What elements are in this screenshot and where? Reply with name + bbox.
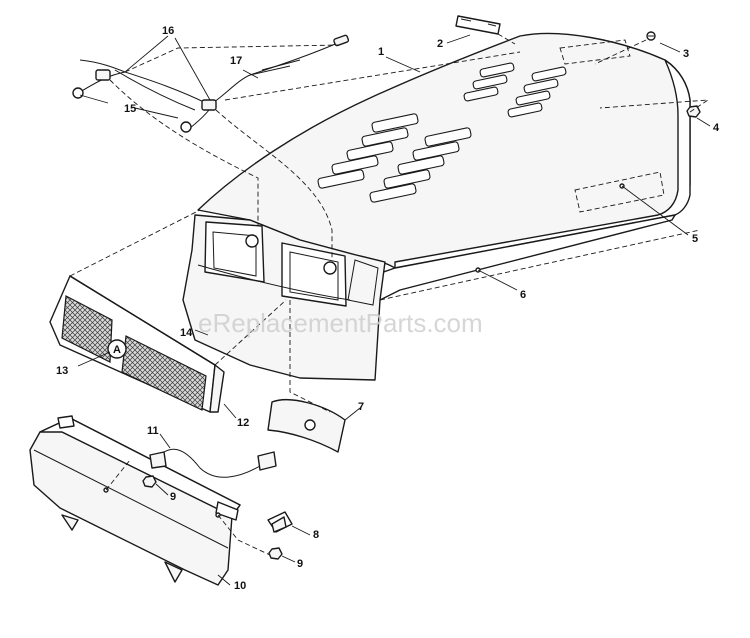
callout-16: 16 — [162, 25, 174, 37]
callout-9a: 9 — [170, 491, 176, 503]
bumper-wire-harness — [149, 448, 277, 478]
callout-7: 7 — [358, 401, 364, 413]
emblem-plate — [455, 15, 516, 45]
headlight-harness — [72, 34, 521, 260]
callout-5: 5 — [692, 233, 698, 245]
grille-assembly: A — [49, 209, 287, 413]
nut — [599, 99, 710, 118]
callout-17: 17 — [230, 55, 242, 67]
clamp — [267, 511, 293, 533]
callout-13: 13 — [56, 365, 68, 377]
screw — [594, 31, 656, 65]
nut-9b — [268, 547, 283, 560]
front-bumper — [29, 415, 271, 586]
callout-2: 2 — [437, 38, 443, 50]
nut-9a — [142, 475, 157, 488]
lens — [267, 300, 346, 453]
callout-6: 6 — [520, 289, 526, 301]
callout-8: 8 — [313, 529, 319, 541]
hood-vents-front — [317, 113, 472, 203]
watermark: eReplacementParts.com — [198, 308, 483, 338]
hood-vents-rear — [463, 62, 567, 118]
callout-12: 12 — [237, 417, 249, 429]
callout-9b: 9 — [297, 558, 303, 570]
callout-11: 11 — [147, 425, 159, 437]
callout-15: 15 — [124, 103, 136, 115]
callout-3: 3 — [683, 48, 689, 60]
callouts: 1 2 3 4 5 6 7 8 9 9 10 11 12 13 14 15 16… — [56, 25, 720, 592]
callout-14: 14 — [180, 327, 193, 339]
callout-10: 10 — [234, 580, 246, 592]
hood — [182, 32, 701, 381]
grille-mark: A — [113, 344, 121, 356]
callout-1: 1 — [378, 46, 384, 58]
leader-lines — [77, 34, 711, 586]
callout-4: 4 — [713, 122, 720, 134]
